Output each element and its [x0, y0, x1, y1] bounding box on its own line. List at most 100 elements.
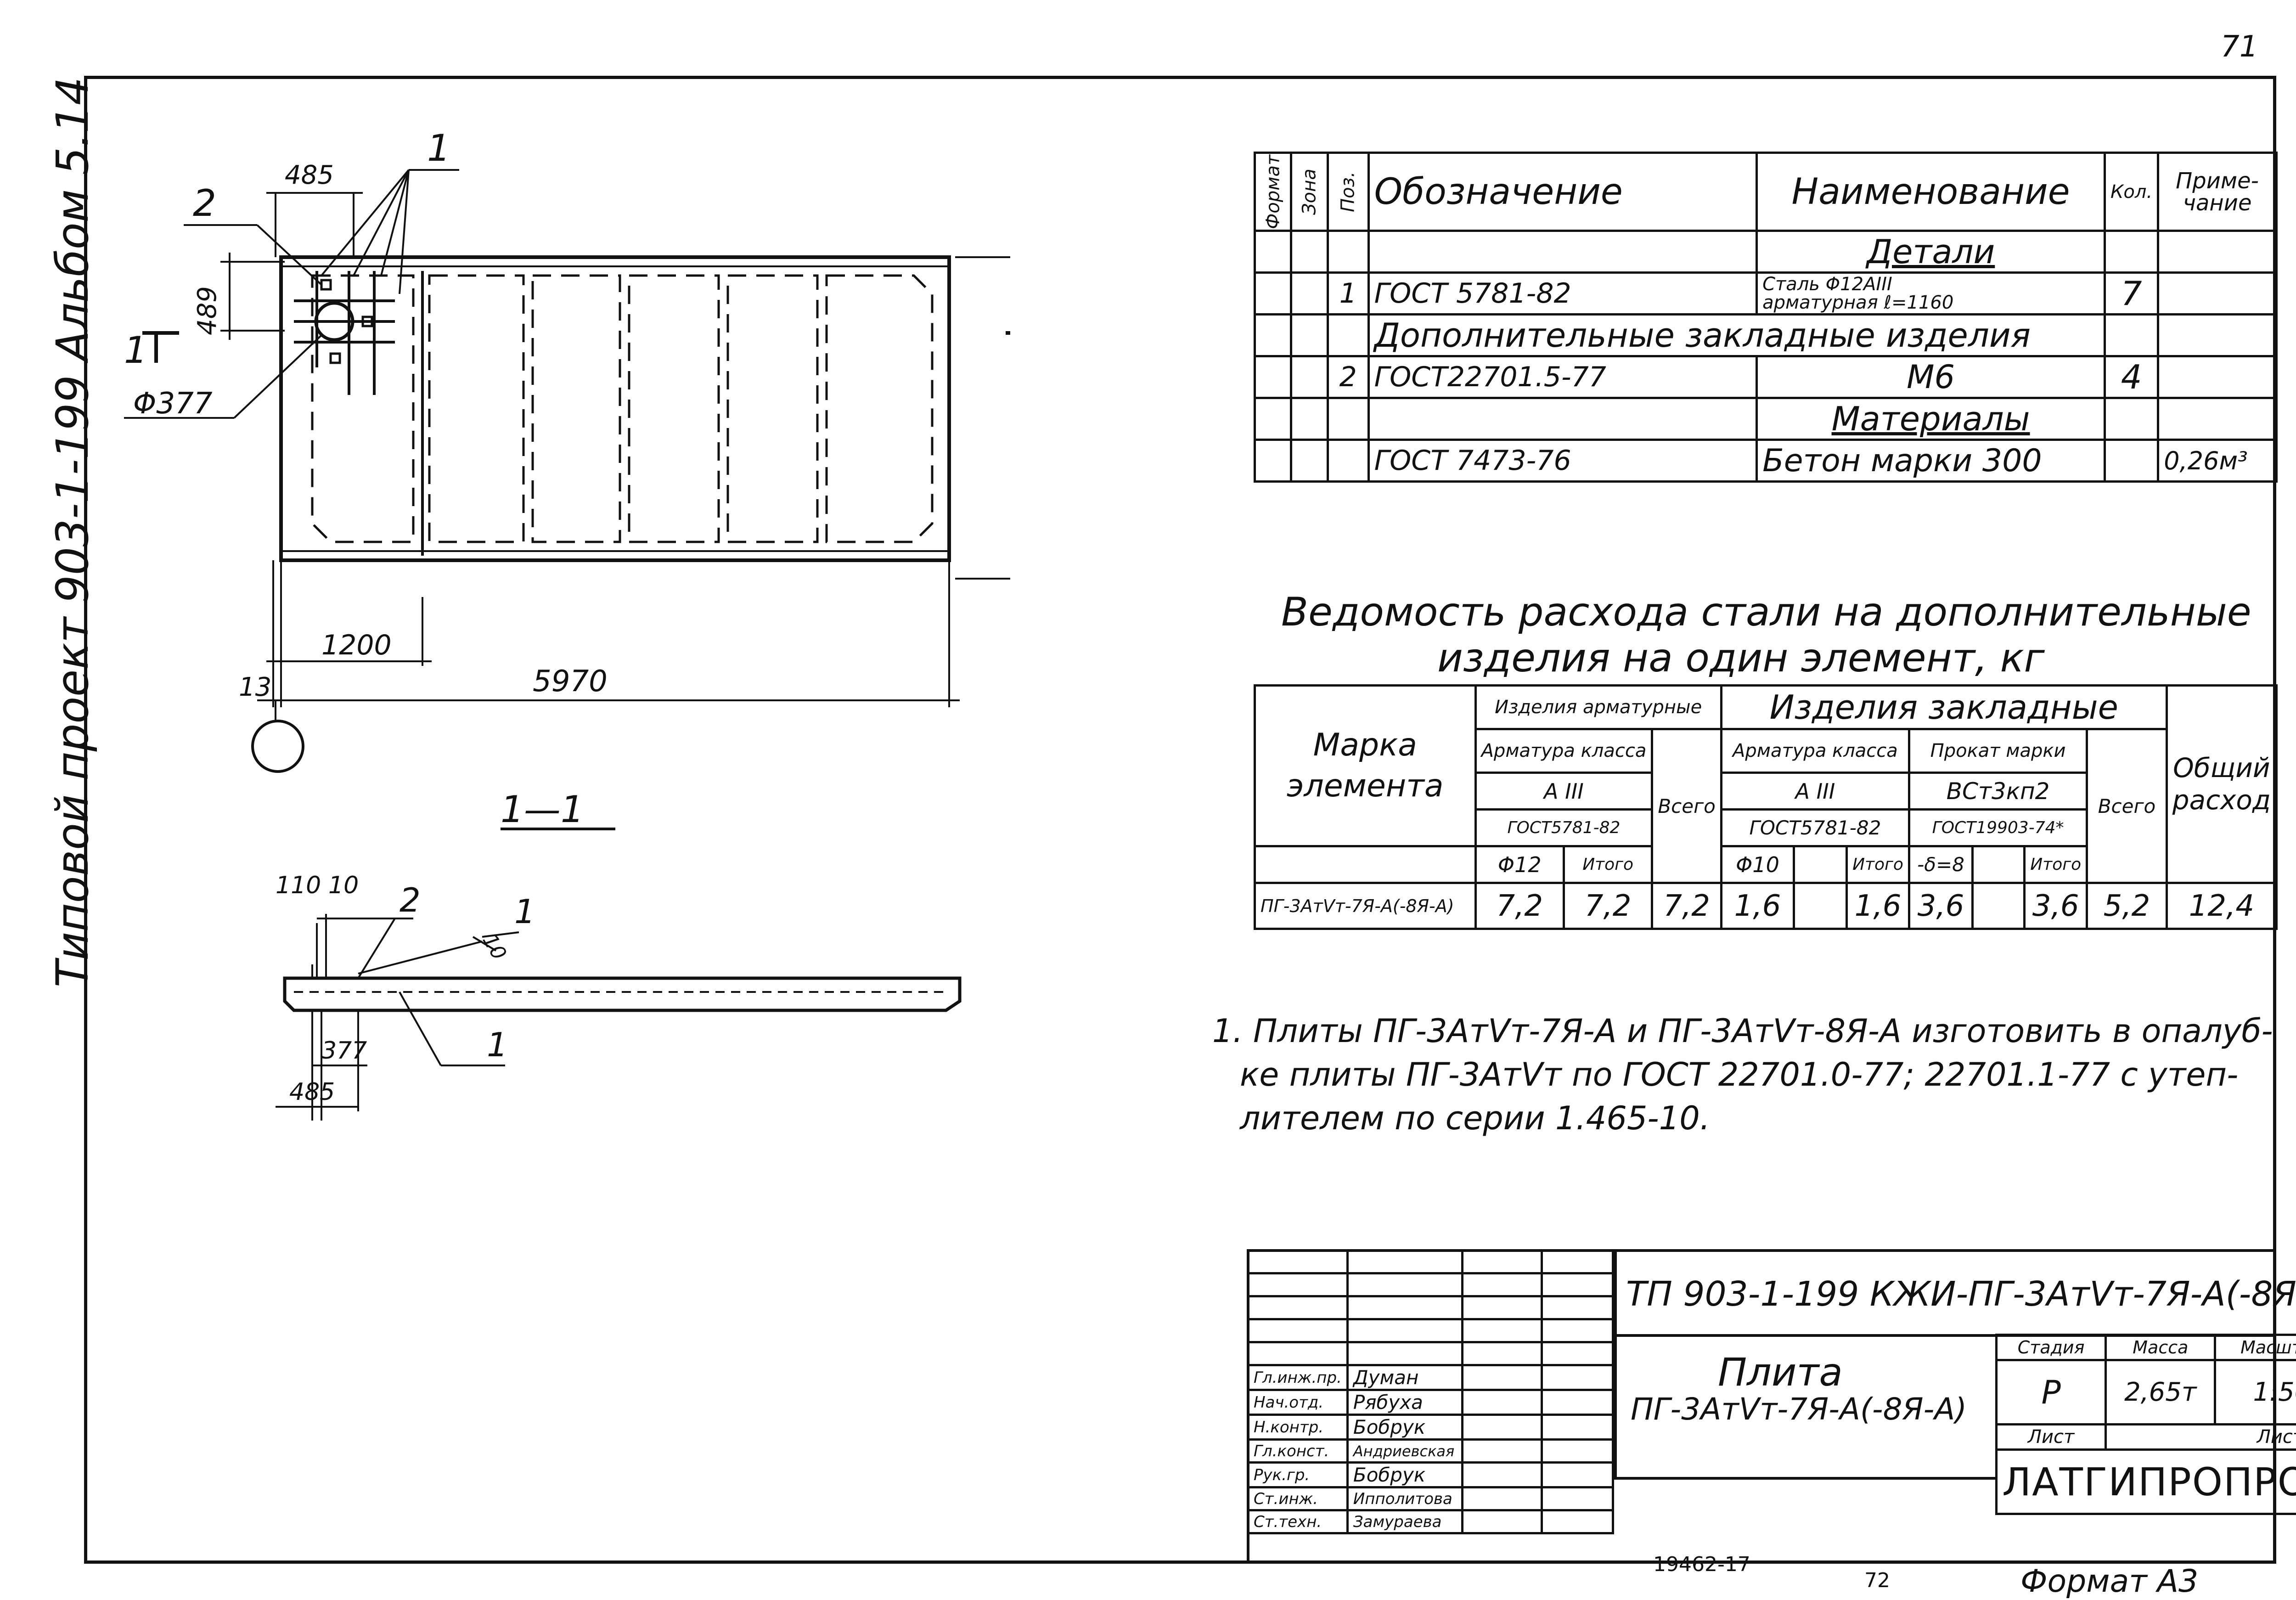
signature-table: Гл.инж.пр.Думан Нач.отд.Рябуха Н.контр.Б… [1247, 1249, 1614, 1534]
steel-header-a3-a: A III [1474, 772, 1654, 811]
steel-header-a3-b: A III [1720, 772, 1910, 811]
signer-name: Рябуха [1346, 1389, 1463, 1416]
signer-role: Гл.инж.пр. [1247, 1364, 1349, 1391]
steel-header-delta8: -δ=8 [1908, 845, 1974, 884]
signer-name: Замураева [1346, 1509, 1463, 1534]
title-block: Гл.инж.пр.Думан Нач.отд.Рябуха Н.контр.Б… [1247, 1249, 2296, 1564]
spec-row: Детали [1253, 230, 2278, 274]
steel-header-gost-c: ГОСТ19903-74* [1908, 808, 2088, 847]
spec-designation: ГОСТ 5781-82 [1367, 271, 1758, 315]
steel-header-total: Общий расход [2165, 684, 2278, 884]
spec-name-line1: Сталь Φ12AIII [1762, 274, 1892, 295]
scale-header: Масштаб [2214, 1334, 2296, 1361]
section-title: 1—1 [501, 788, 584, 831]
dim-phi377: Φ377 [133, 387, 213, 421]
dim-10: 10 [328, 872, 359, 899]
steel-row-vsego1: 7,2 [1651, 882, 1722, 930]
callout-2: 2 [193, 182, 216, 225]
signer-row: Ст.инж.Ипполитова [1247, 1486, 1614, 1511]
stage-header: Стадия [1995, 1334, 2107, 1361]
spec-section-materials: Материалы [1756, 397, 2106, 441]
dim-110: 110 [276, 872, 321, 899]
steel-title-line2: изделия на один элемент, кг [1437, 635, 2045, 681]
spec-header-qty: Кол. [2104, 152, 2160, 232]
section-callout-1-bottom: 1 [487, 1025, 508, 1064]
signer-role: Рук.гр. [1247, 1461, 1349, 1488]
scale-value: 1:50 [2214, 1359, 2296, 1425]
signer-row: Рук.гр.Бобрук [1247, 1461, 1614, 1488]
slab-outline [279, 255, 951, 562]
signer-role: Н.контр. [1247, 1414, 1349, 1441]
steel-row-total: 12,4 [2165, 882, 2278, 930]
signer-row: Гл.инж.пр.Думан [1247, 1364, 1614, 1391]
note-line1: 1. Плиты ПГ-3АтVт-7Я-А и ПГ-3АтVт-8Я-А и… [1212, 1012, 2273, 1050]
signer-name: Андриевская [1346, 1438, 1463, 1464]
spec-row: Дополнительные закладные изделия [1253, 313, 2278, 357]
dim-1200: 1200 [321, 629, 392, 661]
note-line2: ке плиты ПГ-3АтVт по ГОСТ 22701.0-77; 22… [1240, 1056, 2239, 1093]
steel-row-vsego2: 5,2 [2086, 882, 2168, 930]
spec-note: 0,26м³ [2157, 439, 2278, 483]
steel-row-phi12: 7,2 [1474, 882, 1565, 930]
steel-row-mark: ПГ-3АтVт-7Я-А(-8Я-А) [1254, 882, 1477, 930]
spec-header-format: Формат [1255, 152, 1291, 231]
signer-row: Нач.отд.Рябуха [1247, 1389, 1614, 1416]
steel-header-itogo-1: Итого [1562, 845, 1654, 884]
signer-role: Ст.техн. [1247, 1509, 1349, 1534]
spec-name: Бетон марки 300 [1756, 439, 2106, 483]
sub-number: 72 [1864, 1569, 1890, 1592]
signer-row: Гл.конст.Андриевская [1247, 1438, 1614, 1464]
signer-row: Ст.техн.Замураева [1247, 1509, 1614, 1534]
dim-13: 13 [239, 672, 271, 702]
section-callout-2: 2 [400, 881, 421, 919]
spec-row: 1 ГОСТ 5781-82 Сталь Φ12AIII арматурная … [1253, 271, 2278, 315]
signer-name: Думан [1346, 1364, 1463, 1391]
steel-header-rolled: Прокат марки [1908, 728, 2088, 774]
signer-role: Ст.инж. [1247, 1486, 1349, 1511]
spec-header-name: Наименование [1756, 152, 2106, 232]
spec-row: Материалы [1253, 397, 2278, 441]
dim-5970: 5970 [533, 665, 608, 699]
spec-section-details: Детали [1756, 230, 2106, 274]
spec-name: М6 [1756, 355, 2106, 399]
steel-header-vsego-2: Всего [2086, 728, 2168, 884]
sheets-header: Листов 1 [2105, 1423, 2296, 1451]
specification-table: Формат Зона Поз. Обозначение Наименовани… [1253, 152, 2278, 483]
callout-1: 1 [427, 127, 450, 169]
steel-header-embedded-items: Изделия закладные [1720, 684, 2168, 730]
steel-title-line1: Ведомость расхода стали на дополнительны… [1281, 589, 2251, 635]
spec-name: Сталь Φ12AIII арматурная ℓ=1160 [1756, 271, 2106, 315]
spec-header-zone: Зона [1291, 152, 1328, 231]
spec-designation: ГОСТ 7473-76 [1367, 439, 1758, 483]
steel-row-itogo1: 7,2 [1562, 882, 1654, 930]
stage-mass-scale: Стадия Масса Масштаб Р 2,65т 1:50 Лист Л… [1995, 1334, 2296, 1515]
steel-row-blank [1793, 882, 1848, 930]
signer-name: Бобрук [1346, 1414, 1463, 1441]
stage-value: Р [1995, 1359, 2107, 1425]
spec-row: 2 ГОСТ22701.5-77 М6 4 [1253, 355, 2278, 399]
steel-row-delta8: 3,6 [1908, 882, 1974, 930]
spec-designation: ГОСТ22701.5-77 [1367, 355, 1758, 399]
spec-qty: 4 [2104, 355, 2160, 399]
sheet-header: Лист [1995, 1423, 2107, 1451]
signer-role: Нач.отд. [1247, 1389, 1349, 1416]
spec-header-designation: Обозначение [1367, 152, 1758, 232]
mass-value: 2,65т [2105, 1359, 2217, 1425]
note-line3: лителем по серии 1.465-10. [1240, 1099, 1710, 1137]
sheet-format: Формат А3 [2020, 1563, 2199, 1600]
spec-pos: 1 [1326, 271, 1370, 315]
steel-row: ПГ-3АтVт-7Я-А(-8Я-А) 7,2 7,2 7,2 1,6 1,6… [1254, 882, 2278, 930]
section-mark-left: 1 [124, 329, 147, 372]
dim-489: 489 [192, 286, 222, 335]
steel-header-vsego-1: Всего [1651, 728, 1722, 884]
signer-role: Гл.конст. [1247, 1438, 1349, 1464]
steel-header-phi10: Φ10 [1720, 845, 1795, 884]
signer-name: Ипполитова [1346, 1486, 1463, 1511]
steel-header-gost-b: ГОСТ5781-82 [1720, 808, 1910, 847]
steel-row-itogo3: 3,6 [2023, 882, 2088, 930]
steel-consumption-table: Марка элемента Изделия арматурные Издели… [1254, 684, 2278, 930]
steel-header-mark: Марка элемента [1254, 684, 1477, 847]
product-name-line1: Плита [1718, 1350, 1843, 1395]
dim-485-top: 485 [285, 160, 334, 190]
mass-header: Масса [2105, 1334, 2217, 1361]
